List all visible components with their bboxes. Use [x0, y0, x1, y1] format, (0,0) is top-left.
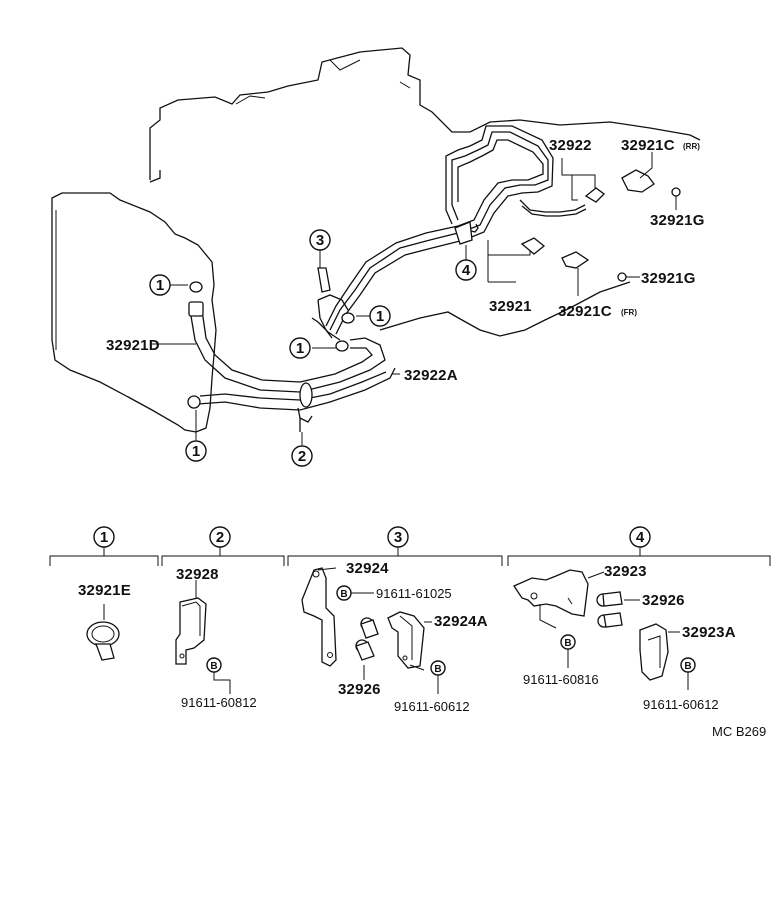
label-32921g-a: 32921G — [650, 212, 705, 229]
label-91611-60612-b: 91611-60612 — [643, 697, 719, 712]
part-32928 — [175, 580, 207, 665]
callout-2-upper: 2 — [291, 445, 313, 467]
svg-text:1: 1 — [156, 277, 164, 294]
label-32926-b: 32926 — [642, 592, 685, 609]
fittings — [520, 169, 681, 282]
label-32921c-fr-suffix: (FR) — [621, 308, 637, 317]
label-32922a: 32922A — [404, 367, 458, 384]
bolt-b-group4: B — [680, 657, 696, 690]
svg-text:2: 2 — [298, 448, 306, 465]
radiator-outline — [51, 192, 217, 433]
part-32926-group4 — [596, 591, 640, 628]
clip-group — [187, 281, 355, 409]
svg-text:B: B — [210, 661, 217, 672]
svg-text:4: 4 — [462, 262, 471, 279]
svg-text:3: 3 — [316, 232, 324, 249]
hose-end — [188, 301, 204, 317]
clamp-3-body — [317, 267, 331, 293]
svg-text:B: B — [340, 589, 347, 600]
bolt-b-group3: B — [409, 660, 446, 694]
label-91611-60812: 91611-60812 — [181, 695, 257, 710]
label-32921c-rr: 32921C — [621, 137, 675, 154]
bolt-b-61025: B — [336, 585, 374, 601]
body-line — [379, 281, 631, 337]
svg-text:1: 1 — [376, 308, 384, 325]
bolt-b-60816: B — [539, 604, 576, 668]
label-32923: 32923 — [604, 563, 647, 580]
svg-text:1: 1 — [296, 340, 304, 357]
ring-32921g-b — [617, 272, 627, 282]
hose-clamp-32928 — [299, 382, 313, 408]
svg-text:1: 1 — [192, 443, 200, 460]
part-32924a — [387, 611, 432, 669]
bolt-b-group2: B — [206, 657, 231, 694]
svg-text:1: 1 — [100, 529, 108, 546]
hose-32922a — [188, 301, 396, 432]
label-91611-60612-a: 91611-60612 — [394, 699, 470, 714]
fitting-32922 — [584, 187, 605, 203]
part-32921e — [86, 604, 120, 661]
callout-1-upper-b: 1 — [369, 305, 391, 327]
clamp-4-body — [454, 221, 473, 245]
engine-outline — [149, 47, 701, 183]
callout-3-upper: 3 — [309, 229, 331, 251]
label-32921c-rr-suffix: (RR) — [683, 142, 700, 151]
callout-1-group: 1 — [93, 526, 115, 548]
fitting-32921c-rr — [621, 169, 655, 193]
part-32926-group3 — [355, 617, 379, 680]
label-32928: 32928 — [176, 566, 219, 583]
label-32921d: 32921D — [106, 337, 160, 354]
callout-1-upper-d: 1 — [185, 440, 207, 462]
clip-32921e-d — [187, 395, 201, 409]
group-brackets — [49, 546, 771, 566]
svg-text:3: 3 — [394, 529, 402, 546]
label-32924: 32924 — [346, 560, 389, 577]
svg-text:4: 4 — [636, 529, 645, 546]
label-91611-60816: 91611-60816 — [523, 672, 599, 687]
callout-3-group: 3 — [387, 526, 409, 548]
label-32926-a: 32926 — [338, 681, 381, 698]
ring-32921g-a — [671, 187, 681, 197]
label-91611-61025: 91611-61025 — [376, 586, 452, 601]
label-32921: 32921 — [489, 298, 532, 315]
part-32924 — [301, 567, 337, 667]
clip-32921e-c — [189, 281, 203, 293]
svg-text:2: 2 — [216, 529, 224, 546]
svg-text:B: B — [564, 638, 571, 649]
diagram-code: MC B269 — [712, 724, 766, 739]
label-32921c-fr: 32921C — [558, 303, 612, 320]
label-32921g-b: 32921G — [641, 270, 696, 287]
callout-1-upper-c: 1 — [289, 337, 311, 359]
fitting-32921 — [520, 237, 546, 255]
label-32921e: 32921E — [78, 582, 131, 599]
label-32924a: 32924A — [434, 613, 488, 630]
callout-2-group: 2 — [209, 526, 231, 548]
svg-text:B: B — [684, 661, 691, 672]
svg-text:B: B — [434, 664, 441, 675]
callout-4-group: 4 — [629, 526, 651, 548]
label-32923a: 32923A — [682, 624, 736, 641]
fitting-32921c-fr — [561, 251, 590, 269]
clip-32921e-b — [335, 340, 349, 352]
callout-4-upper: 4 — [455, 259, 477, 281]
part-32923 — [513, 569, 605, 617]
part-32923a — [639, 623, 680, 681]
callout-1-upper-a: 1 — [149, 274, 171, 296]
pipe-assembly — [311, 125, 587, 341]
label-32922: 32922 — [549, 137, 592, 154]
clip-32921e-a — [341, 312, 355, 324]
